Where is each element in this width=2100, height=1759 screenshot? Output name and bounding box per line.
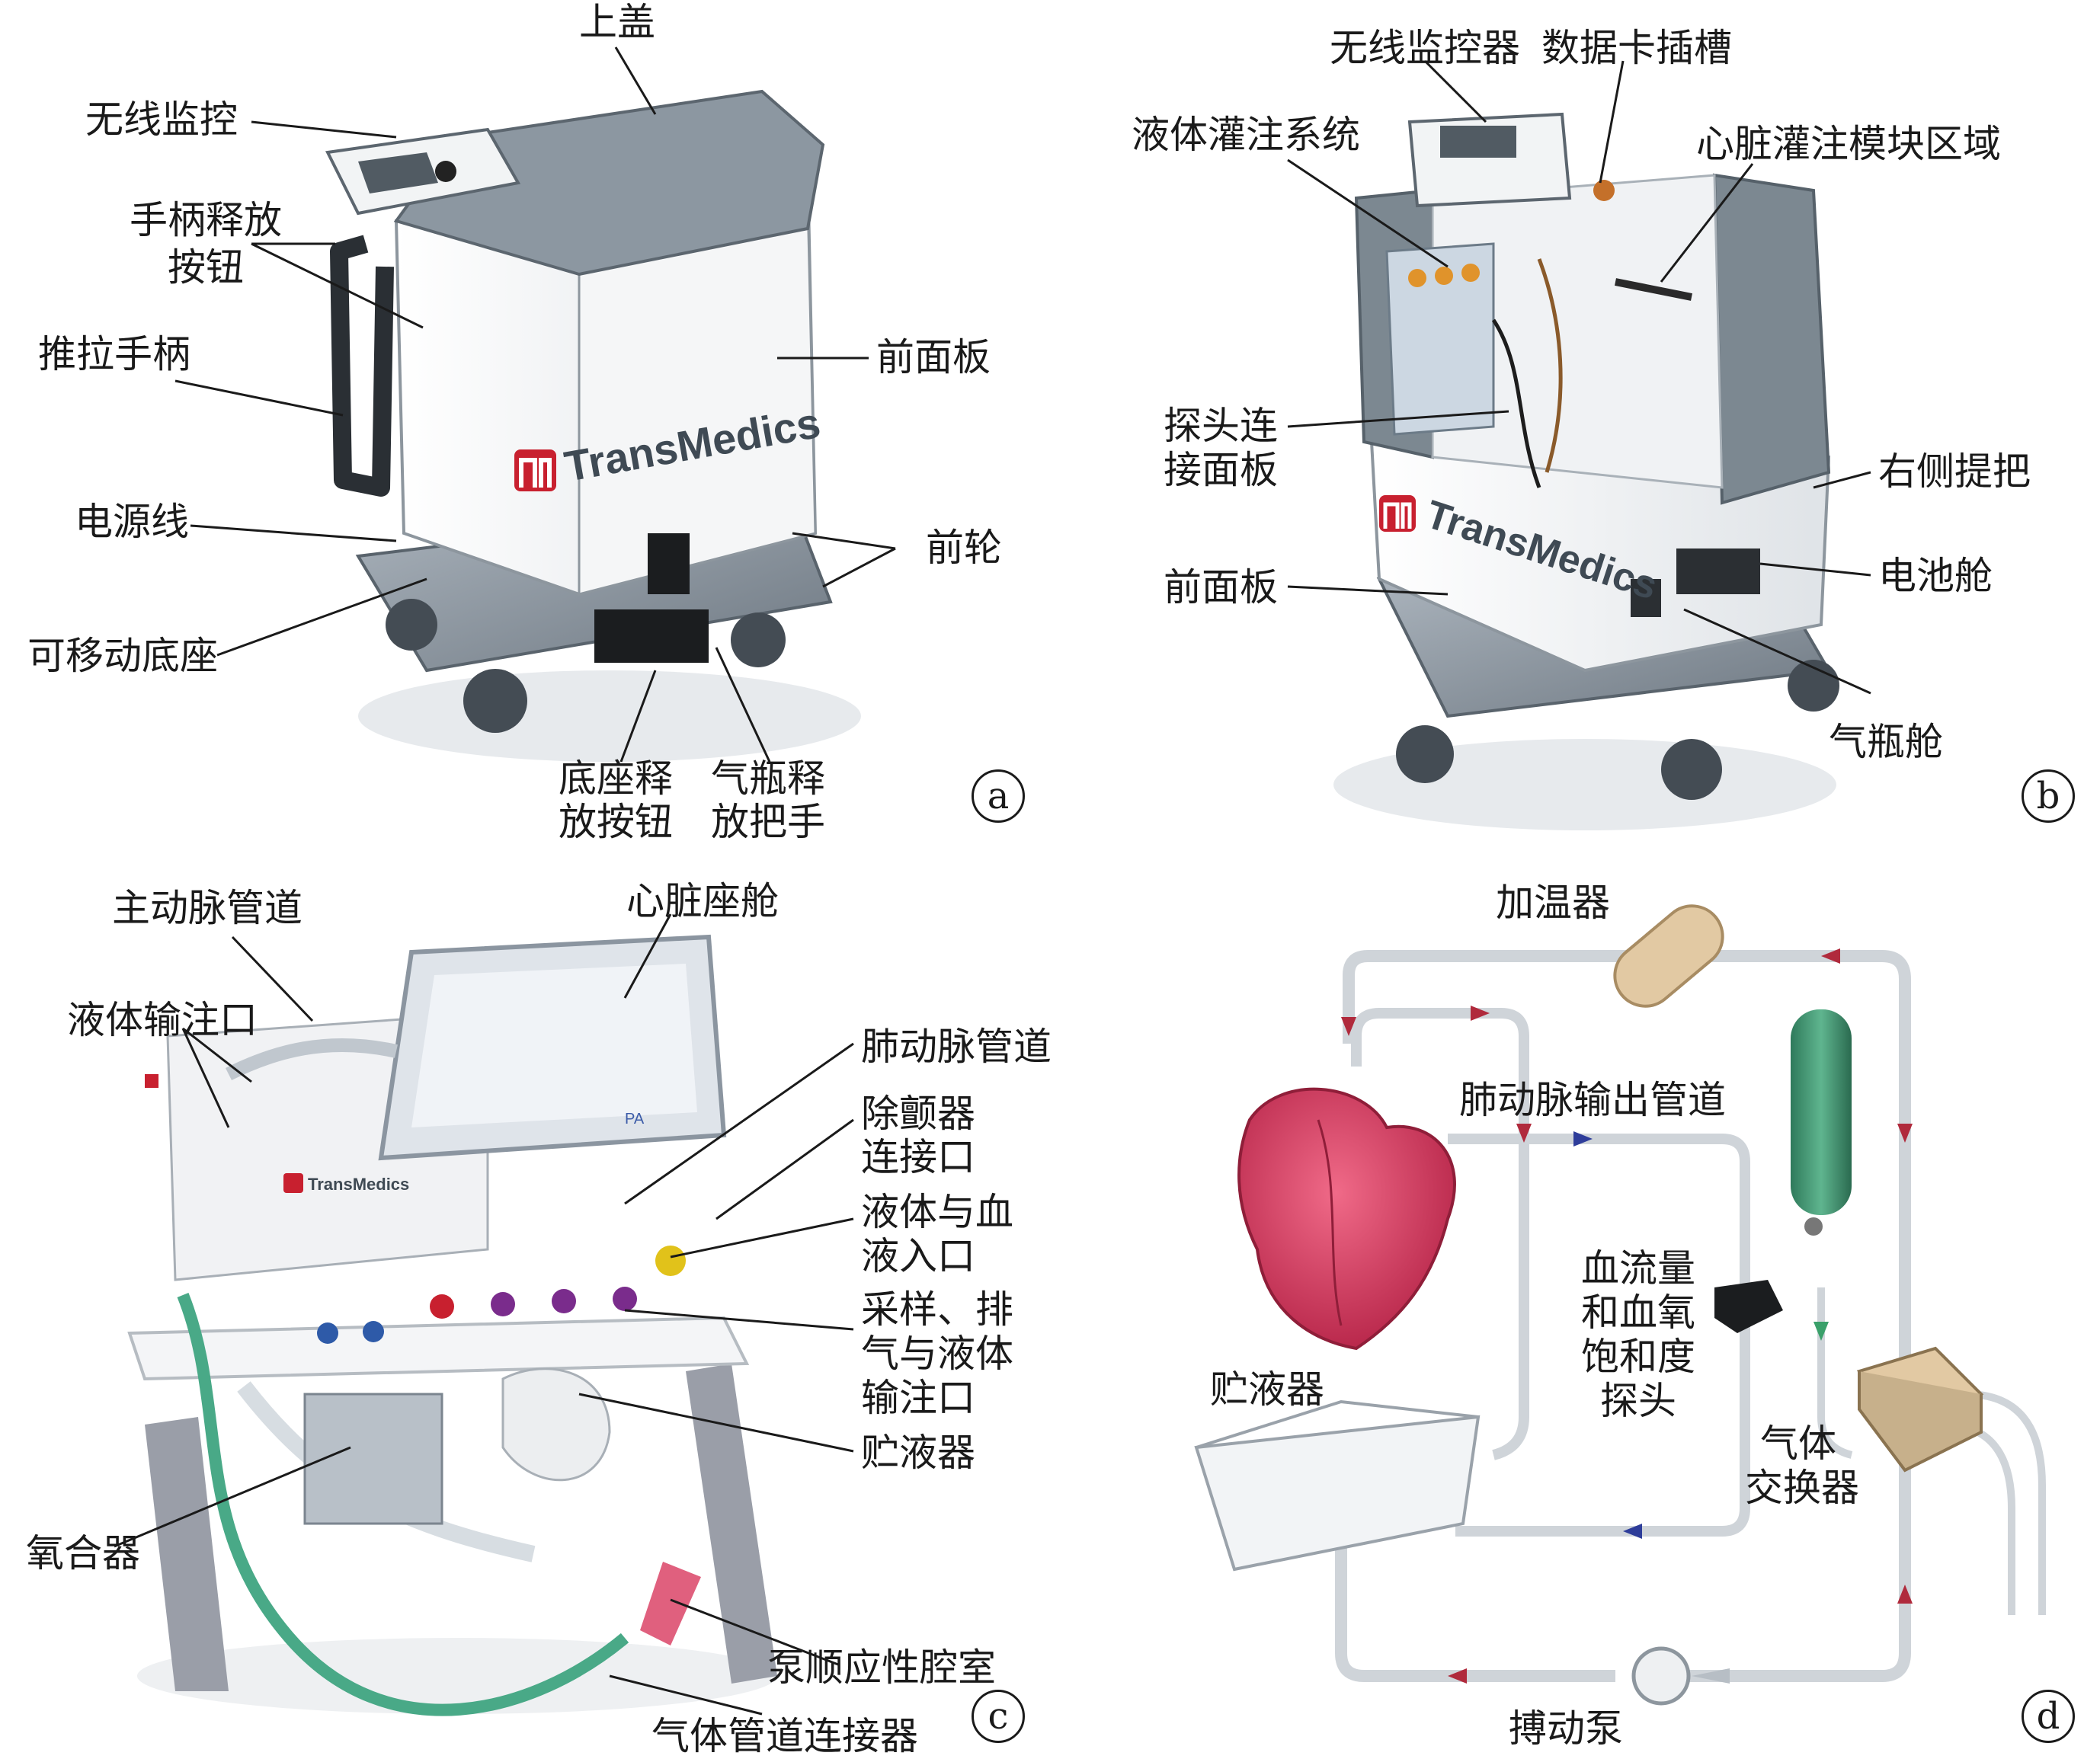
label-reservoir-c: 贮液器 <box>861 1431 975 1475</box>
label-wireless-monitor: 无线监控 <box>85 98 238 142</box>
heart-icon <box>1237 1087 1456 1351</box>
label-compliance-chamber: 泵顺应性腔室 <box>767 1645 996 1690</box>
pump-icon <box>1631 1646 1730 1706</box>
panel-d-circuit <box>1194 904 2046 1706</box>
label-cylinder-release-2: 放把手 <box>711 800 825 844</box>
label-flow-probe-1: 血流量 <box>1581 1246 1695 1290</box>
panel-b-badge: b <box>2022 769 2075 823</box>
label-sampling-1: 采样、排 <box>861 1287 1013 1332</box>
label-handle-release-2: 按钮 <box>168 245 244 289</box>
label-power-cord: 电源线 <box>75 500 189 544</box>
panel-a-device <box>325 89 861 762</box>
label-base-release-1: 底座释 <box>559 756 673 801</box>
label-fluid-perfusion: 液体灌注系统 <box>1132 113 1360 157</box>
label-probe-panel-2: 接面板 <box>1164 448 1278 492</box>
label-wireless-monitor-b: 无线监控器 <box>1330 26 1520 70</box>
label-top-cover: 上盖 <box>579 0 655 44</box>
label-defib-1: 除颤器 <box>861 1092 975 1136</box>
label-heart-chamber: 心脏座舱 <box>626 879 779 923</box>
label-front-panel-a: 前面板 <box>876 335 991 379</box>
label-pulmonary-line: 肺动脉管道 <box>861 1025 1052 1069</box>
gas-cylinder-icon <box>1791 1009 1852 1236</box>
label-fluid-blood-2: 液入口 <box>861 1234 975 1278</box>
panel-c-badge: c <box>972 1690 1025 1743</box>
label-gas-exchanger-1: 气体 <box>1760 1422 1836 1466</box>
heater-icon <box>1613 904 1724 1008</box>
label-front-wheel: 前轮 <box>926 526 1002 570</box>
label-base-release-2: 放按钮 <box>559 800 673 844</box>
transmedics-logo-b <box>1379 495 1416 532</box>
label-right-handle: 右侧提把 <box>1878 449 2031 494</box>
panel-a-badge: a <box>972 769 1025 823</box>
label-gas-connector: 气体管道连接器 <box>651 1714 918 1758</box>
label-gas-exchanger-2: 交换器 <box>1745 1466 1859 1510</box>
panel-c-module <box>127 934 777 1716</box>
leader-lines <box>114 46 1871 1716</box>
label-flow-probe-4: 探头 <box>1600 1379 1676 1423</box>
panel-b-device <box>1333 112 1839 830</box>
label-battery-bay: 电池舱 <box>1878 554 1993 598</box>
label-heart-module: 心脏灌注模块区域 <box>1696 122 2001 166</box>
label-handle-release-1: 手柄释放 <box>130 198 282 242</box>
pa-port-tag: PA <box>625 1111 645 1127</box>
label-front-panel-b: 前面板 <box>1164 565 1278 609</box>
panel-d-badge: d <box>2022 1690 2075 1743</box>
label-oxygenator: 氧合器 <box>26 1531 140 1575</box>
flow-probe-icon <box>1714 1280 1783 1333</box>
label-fluid-blood-1: 液体与血 <box>861 1190 1013 1234</box>
transmedics-logo-a <box>514 449 556 491</box>
label-aorta-line: 主动脉管道 <box>112 886 303 930</box>
label-data-card-slot: 数据卡插槽 <box>1541 26 1732 70</box>
label-flow-probe-3: 饱和度 <box>1581 1335 1695 1379</box>
label-gas-bay: 气瓶舱 <box>1829 720 1943 764</box>
reservoir-icon <box>1194 1399 1481 1572</box>
gas-exchanger-icon <box>1856 1346 1984 1473</box>
panel-c-brand: TransMedics <box>308 1175 409 1194</box>
label-defib-2: 连接口 <box>861 1135 975 1179</box>
label-fluid-ports: 液体输注口 <box>67 998 258 1042</box>
label-probe-panel-1: 探头连 <box>1164 404 1278 448</box>
label-reservoir-d: 贮液器 <box>1210 1367 1324 1412</box>
label-push-pull-handle: 推拉手柄 <box>38 332 190 376</box>
label-cylinder-release-1: 气瓶释 <box>711 756 825 801</box>
label-sampling-2: 气与液体 <box>861 1332 1013 1376</box>
label-mobile-base: 可移动底座 <box>27 634 218 678</box>
label-heater: 加温器 <box>1496 881 1610 925</box>
label-pump: 搏动泵 <box>1509 1706 1623 1751</box>
label-flow-probe-2: 和血氧 <box>1581 1290 1695 1335</box>
label-sampling-3: 输注口 <box>861 1376 975 1420</box>
label-pa-outflow: 肺动脉输出管道 <box>1459 1078 1726 1122</box>
